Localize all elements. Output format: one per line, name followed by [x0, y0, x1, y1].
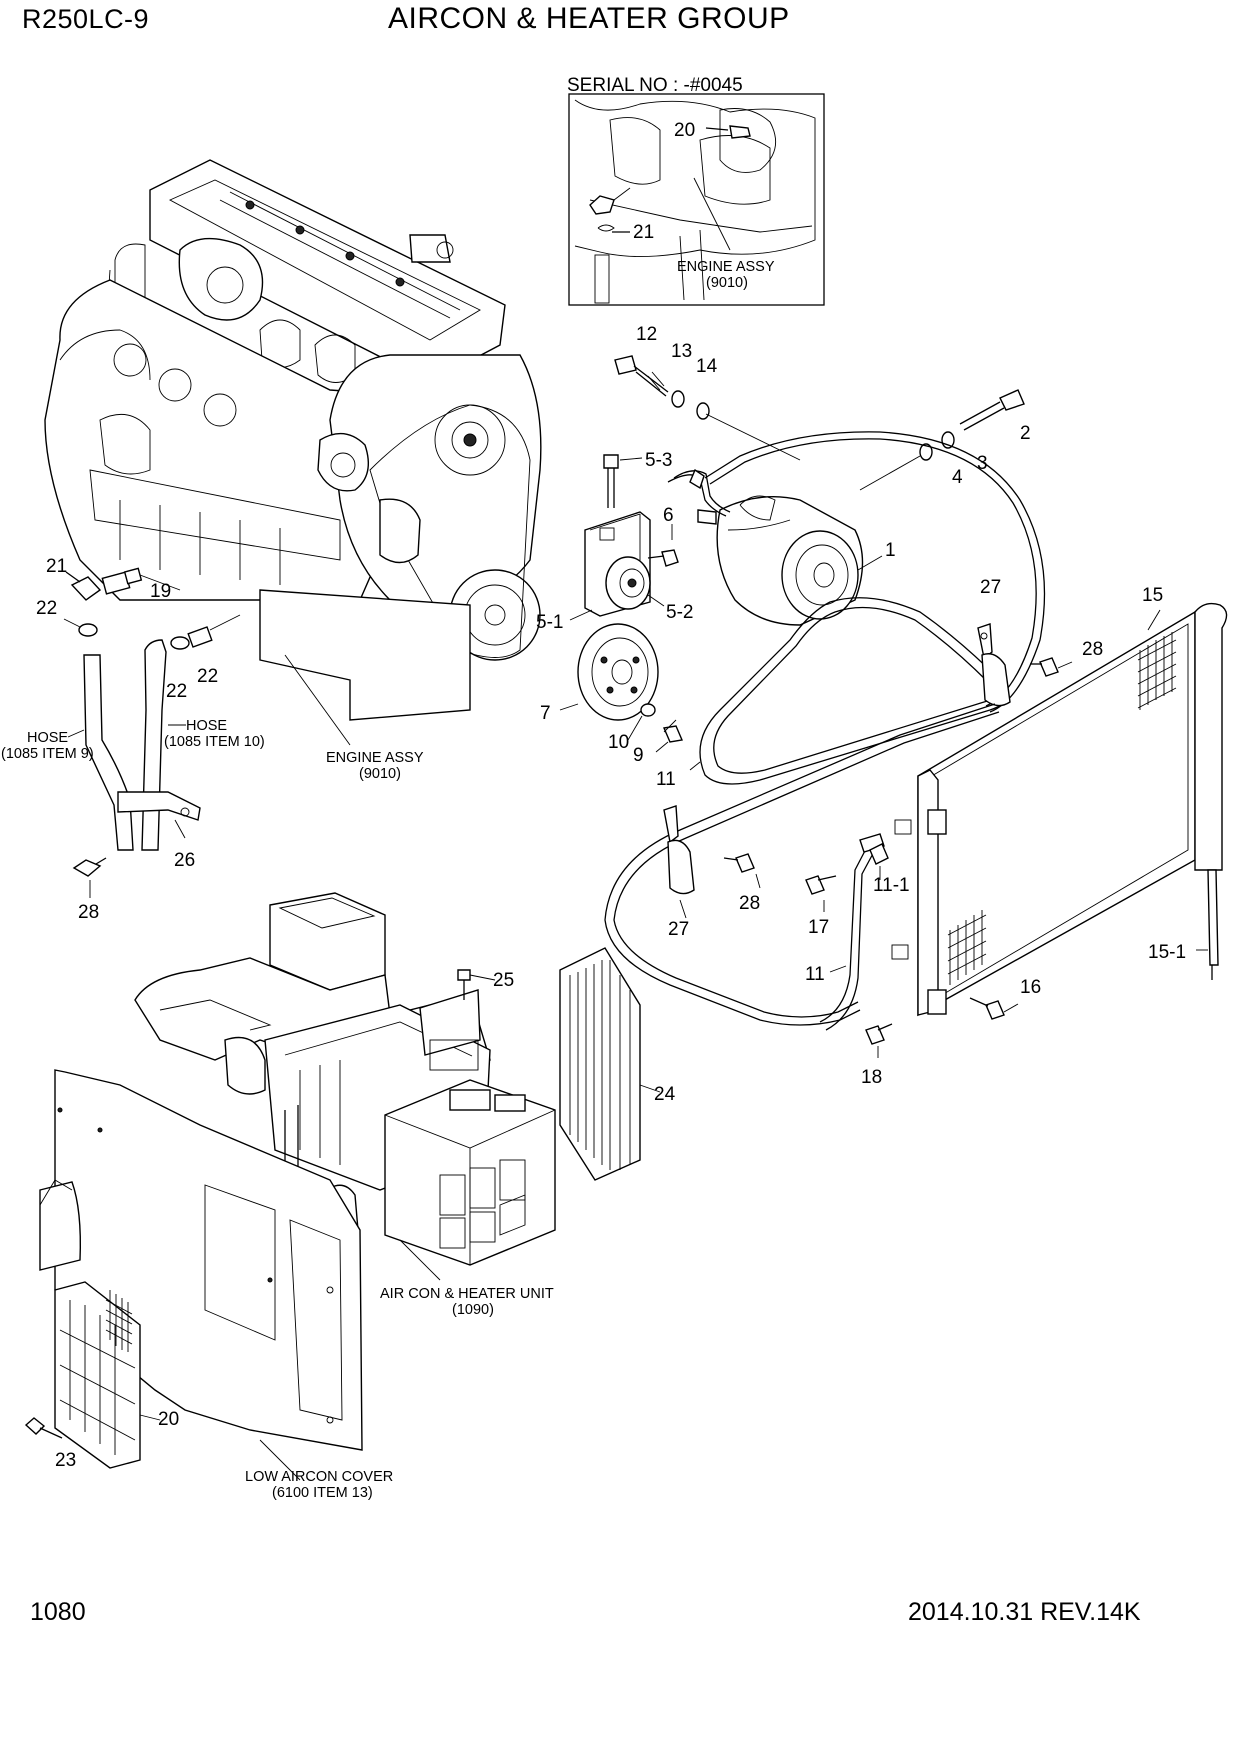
cover-ref: (6100 ITEM 13): [272, 1485, 373, 1501]
callout-22-lower: 22: [166, 681, 187, 702]
callout-22-left: 22: [36, 598, 57, 619]
callout-1: 1: [885, 540, 896, 561]
unit-ref: (1090): [452, 1302, 494, 1318]
callout-7: 7: [540, 703, 551, 724]
low-aircon-cover: [24, 1069, 363, 1481]
engine-assembly: [44, 159, 542, 746]
callout-10: 11: [656, 769, 676, 790]
callout-15: 15: [1142, 585, 1163, 606]
callout-5-3: 5-3: [645, 450, 672, 471]
callout-19: 19: [150, 581, 171, 602]
callout-16: 16: [1020, 977, 1041, 998]
callout-12: 12: [636, 324, 657, 345]
serial-inset: SERIAL NO : -#0045 20 21 ENGINE ASSY (90…: [567, 75, 825, 306]
model-code: R250LC-9: [22, 4, 150, 34]
callout-28-right: 28: [1082, 639, 1103, 660]
callout-6: 6: [663, 505, 674, 526]
callout-27-mid: 27: [668, 919, 689, 940]
callout-26: 25: [493, 970, 514, 991]
callout-5-2: 5-2: [666, 602, 693, 623]
callout-17: 17: [808, 917, 829, 938]
callout-28-mid: 28: [739, 893, 760, 914]
engine-ref: (9010): [359, 766, 401, 782]
compressor-group: [577, 355, 1046, 785]
inset-engine-label: ENGINE ASSY: [677, 259, 775, 275]
callout-27-top: 27: [980, 577, 1001, 598]
callout-15-1: 15-1: [1148, 942, 1186, 963]
inset-serial-text: SERIAL NO : -#0045: [567, 75, 743, 96]
callout-28-left: 28: [78, 902, 99, 923]
callout-25: 24: [654, 1084, 676, 1105]
page-number: 1080: [30, 1598, 86, 1626]
page-title: AIRCON & HEATER GROUP: [388, 2, 790, 35]
hose-right-ref: (1085 ITEM 10): [164, 734, 265, 750]
inset-callout-21: 21: [633, 222, 654, 243]
heater-unit: [134, 892, 661, 1281]
hose-left-label: HOSE: [27, 730, 68, 746]
callout-23: 20: [158, 1409, 179, 1430]
callout-27-left: 26: [174, 850, 195, 871]
callout-8: 9: [633, 745, 644, 766]
callout-11-1: 11-1: [873, 875, 910, 896]
condenser-group: [604, 602, 1228, 1058]
engine-label: ENGINE ASSY: [326, 750, 424, 766]
callout-4: 4: [952, 467, 963, 488]
revision-date: 2014.10.31 REV.14K: [908, 1598, 1141, 1626]
left-fittings: [63, 567, 241, 898]
inset-callout-20: 20: [674, 120, 695, 141]
unit-label: AIR CON & HEATER UNIT: [380, 1286, 554, 1302]
callout-18: 18: [861, 1067, 882, 1088]
inset-engine-ref: (9010): [706, 275, 748, 291]
callout-5-1: 5-1: [536, 612, 563, 633]
callout-9: 10: [608, 732, 629, 753]
callout-14: 14: [696, 356, 718, 377]
hose-left-ref: (1085 ITEM 9): [1, 746, 94, 762]
callout-24: 23: [55, 1450, 76, 1471]
cover-label: LOW AIRCON COVER: [245, 1469, 393, 1485]
callout-21-left: 21: [46, 556, 67, 577]
callout-3: 3: [977, 453, 988, 474]
callout-11: 11: [805, 964, 825, 985]
callout-13: 13: [671, 341, 692, 362]
hose-right-label: HOSE: [186, 718, 227, 734]
callout-20-lower: 22: [197, 666, 218, 687]
callout-2: 2: [1020, 423, 1031, 444]
